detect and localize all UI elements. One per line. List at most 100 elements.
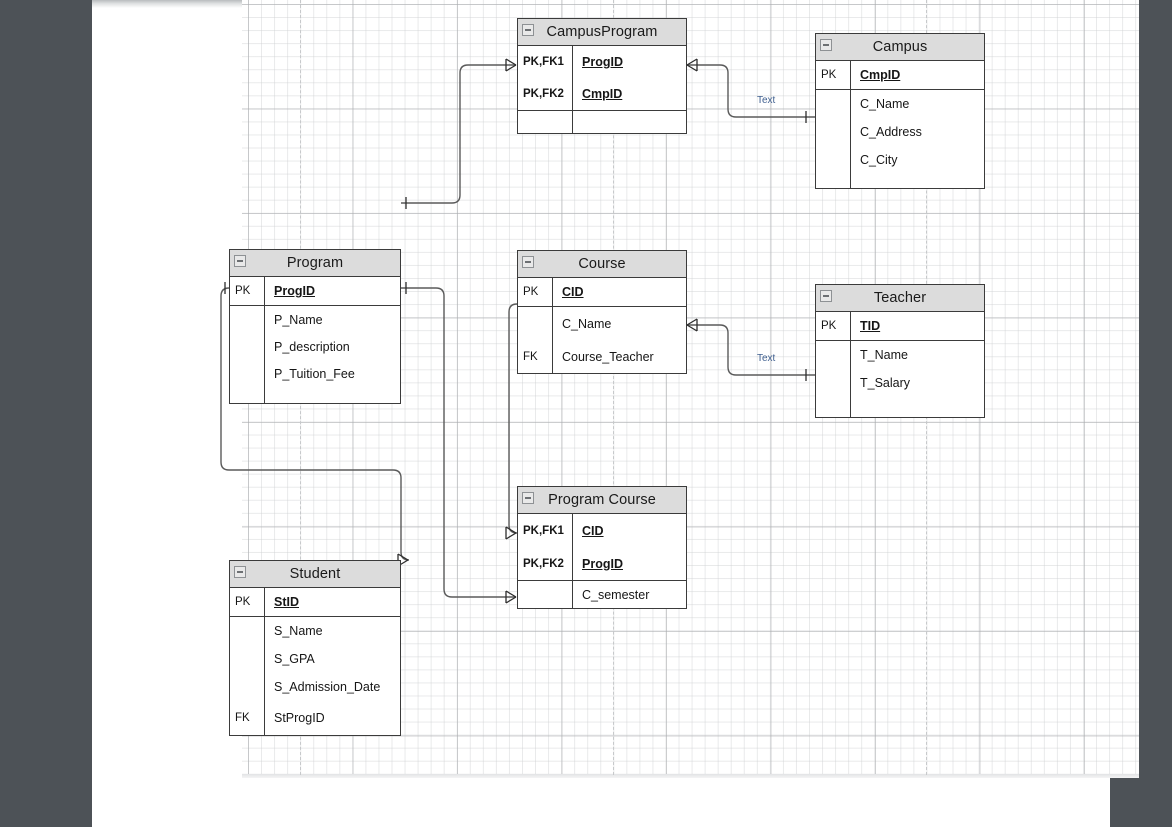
entity-key-section: PK,FK1 ProgID PK,FK2 CmpID <box>518 46 686 110</box>
entity-campus[interactable]: Campus PK CmpID C_Name C_Address <box>815 33 985 189</box>
minus-icon[interactable] <box>522 492 534 504</box>
attribute-row[interactable]: C_City <box>816 146 984 174</box>
entity-program[interactable]: Program PK ProgID P_Name P_description <box>229 249 401 404</box>
attribute-name: T_Salary <box>850 369 984 397</box>
entity-title: Course <box>578 256 626 272</box>
attribute-row[interactable] <box>518 111 686 133</box>
entity-attribute-section: T_Name T_Salary <box>816 340 984 417</box>
attribute-row[interactable]: S_Admission_Date <box>230 673 400 701</box>
attribute-name: C_Name <box>850 90 984 118</box>
attribute-row[interactable]: PK ProgID <box>230 277 400 305</box>
relationship-label-campusprogram-campus[interactable]: Text <box>757 95 776 106</box>
attribute-name: C_semester <box>572 581 686 608</box>
entity-header-program[interactable]: Program <box>230 250 400 277</box>
attribute-key: PK <box>821 320 837 332</box>
attribute-key: PK,FK2 <box>523 557 564 570</box>
attribute-name: C_City <box>850 146 984 174</box>
attribute-name: CID <box>552 278 686 306</box>
entity-header-teacher[interactable]: Teacher <box>816 285 984 312</box>
entity-attribute-section: C_semester <box>518 580 686 608</box>
attribute-name: P_Name <box>264 306 400 333</box>
minus-icon[interactable] <box>522 256 534 268</box>
minus-icon[interactable] <box>234 566 246 578</box>
entity-key-section: PK,FK1 CID PK,FK2 ProgID <box>518 514 686 580</box>
attribute-row-spacer <box>816 174 984 188</box>
entity-header-campusprogram[interactable]: CampusProgram <box>518 19 686 46</box>
attribute-row[interactable]: PK CmpID <box>816 61 984 89</box>
attribute-key: PK,FK1 <box>523 524 564 537</box>
attribute-key: PK,FK2 <box>523 88 564 100</box>
attribute-row[interactable]: C_semester <box>518 581 686 608</box>
entity-header-student[interactable]: Student <box>230 561 400 588</box>
entity-program-course[interactable]: Program Course PK,FK1 CID PK,FK2 ProgID … <box>517 486 687 609</box>
attribute-row[interactable]: PK TID <box>816 312 984 340</box>
attribute-key: FK <box>523 350 538 363</box>
attribute-name-empty <box>264 387 400 403</box>
attribute-name: Course_Teacher <box>552 340 686 373</box>
attribute-name: S_Admission_Date <box>264 673 400 701</box>
attribute-key: PK <box>523 286 539 298</box>
attribute-row[interactable]: FK Course_Teacher <box>518 340 686 373</box>
diagram-page[interactable]: .ln { fill:none; stroke:#5a5a5a; stroke-… <box>92 0 1139 827</box>
attribute-row[interactable]: PK,FK1 ProgID <box>518 46 686 78</box>
entity-key-section: PK CID <box>518 278 686 306</box>
attribute-name <box>572 111 686 133</box>
attribute-name: T_Name <box>850 341 984 369</box>
attribute-name-empty <box>850 174 984 188</box>
attribute-row[interactable]: C_Name <box>816 90 984 118</box>
attribute-key: PK <box>821 69 837 81</box>
attribute-name: StID <box>264 588 400 616</box>
entity-attribute-section: C_Name C_Address C_City <box>816 89 984 188</box>
attribute-row[interactable]: P_description <box>230 333 400 360</box>
attribute-row[interactable]: PK,FK2 ProgID <box>518 547 686 580</box>
minus-icon[interactable] <box>820 290 832 302</box>
attribute-row[interactable]: C_Address <box>816 118 984 146</box>
minus-icon[interactable] <box>522 24 534 36</box>
entity-title: Program <box>286 255 344 271</box>
attribute-name: CID <box>572 514 686 547</box>
entity-campusprogram[interactable]: CampusProgram PK,FK1 ProgID PK,FK2 CmpID <box>517 18 687 134</box>
entity-student[interactable]: Student PK StID S_Name S_GPA <box>229 560 401 736</box>
attribute-row[interactable]: PK CID <box>518 278 686 306</box>
attribute-name: ProgID <box>572 46 686 78</box>
attribute-name: S_Name <box>264 617 400 645</box>
grid-bottom-edge <box>242 774 1139 778</box>
attribute-name: C_Name <box>552 307 686 340</box>
entity-key-section: PK CmpID <box>816 61 984 89</box>
attribute-key: PK <box>235 596 251 608</box>
entity-attribute-section: P_Name P_description P_Tuition_Fee <box>230 305 400 403</box>
attribute-row[interactable]: P_Name <box>230 306 400 333</box>
entity-header-program-course[interactable]: Program Course <box>518 487 686 514</box>
attribute-name: ProgID <box>264 277 400 305</box>
attribute-name-empty <box>850 397 984 417</box>
attribute-name: P_Tuition_Fee <box>264 360 400 387</box>
attribute-name: C_Address <box>850 118 984 146</box>
attribute-row[interactable]: T_Name <box>816 341 984 369</box>
attribute-row[interactable]: P_Tuition_Fee <box>230 360 400 387</box>
page-break-guide <box>613 0 614 775</box>
attribute-row[interactable]: S_Name <box>230 617 400 645</box>
relationship-label-course-teacher[interactable]: Text <box>757 353 776 364</box>
attribute-row[interactable]: FK StProgID <box>230 701 400 735</box>
minus-icon[interactable] <box>234 255 246 267</box>
entity-header-campus[interactable]: Campus <box>816 34 984 61</box>
attribute-row[interactable]: PK,FK1 CID <box>518 514 686 547</box>
entity-teacher[interactable]: Teacher PK TID T_Name T_Salary <box>815 284 985 418</box>
entity-key-section: PK StID <box>230 588 400 616</box>
attribute-row[interactable]: PK StID <box>230 588 400 616</box>
attribute-row-spacer <box>230 387 400 403</box>
attribute-row[interactable]: T_Salary <box>816 369 984 397</box>
entity-attribute-section <box>518 110 686 133</box>
entity-title: CampusProgram <box>546 24 658 40</box>
attribute-row[interactable]: S_GPA <box>230 645 400 673</box>
entity-header-course[interactable]: Course <box>518 251 686 278</box>
minus-icon[interactable] <box>820 39 832 51</box>
attribute-row[interactable]: C_Name <box>518 307 686 340</box>
entity-key-section: PK ProgID <box>230 277 400 305</box>
attribute-key: PK,FK1 <box>523 56 564 68</box>
attribute-row[interactable]: PK,FK2 CmpID <box>518 78 686 110</box>
entity-course[interactable]: Course PK CID C_Name FK Course_Teacher <box>517 250 687 374</box>
attribute-name: StProgID <box>264 701 400 735</box>
entity-title: Program Course <box>548 492 656 508</box>
